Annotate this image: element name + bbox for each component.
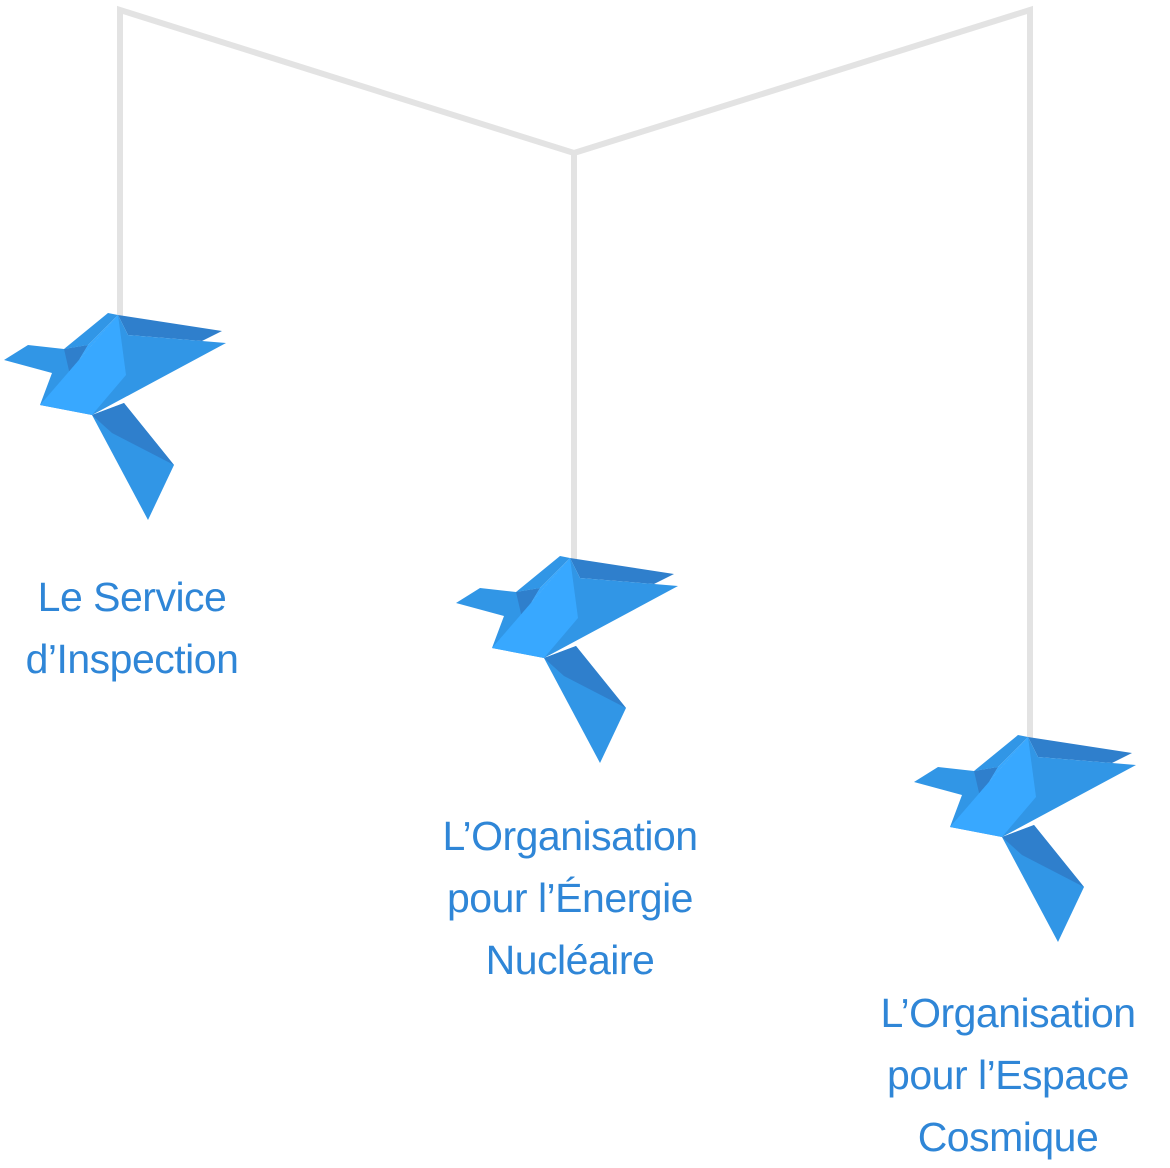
label-line: L’Organisation	[442, 813, 698, 859]
label-line: Le Service	[37, 574, 227, 620]
origami-bird-icon	[914, 735, 1136, 942]
organization-label: L’Organisation pour l’Énergie Nucléaire	[410, 805, 730, 991]
organization-label: Le Service d’Inspection	[0, 566, 292, 690]
organization-label: L’Organisation pour l’Espace Cosmique	[848, 982, 1168, 1168]
label-line: pour l’Espace	[887, 1052, 1129, 1098]
label-line: d’Inspection	[25, 636, 239, 682]
origami-bird-icon	[4, 313, 226, 520]
origami-bird-icon	[456, 556, 678, 763]
label-line: Nucléaire	[485, 937, 655, 983]
label-line: Cosmique	[917, 1114, 1099, 1160]
label-line: pour l’Énergie	[447, 875, 694, 921]
label-line: L’Organisation	[880, 990, 1136, 1036]
